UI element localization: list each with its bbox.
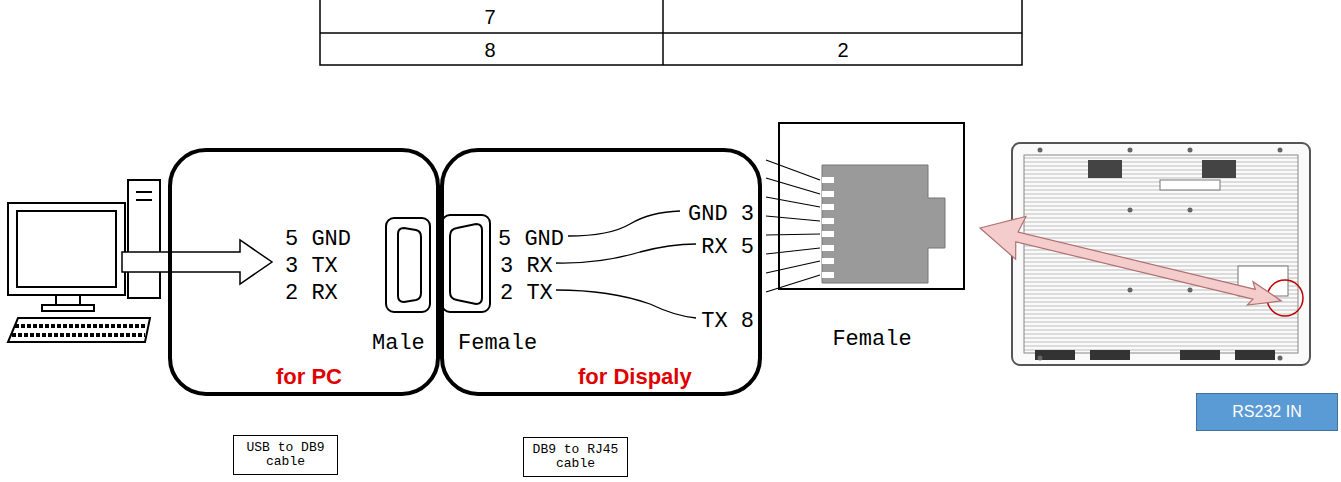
pin-label: 3 TX	[285, 256, 338, 278]
pin-label: 2 RX	[285, 283, 338, 305]
db9-female	[442, 215, 490, 312]
pin-line	[766, 160, 820, 292]
caption-text: DB9 to RJ45 cable	[524, 443, 627, 472]
pin-label: GND 3	[688, 204, 754, 226]
double-arrow	[975, 207, 1287, 323]
table-cell-text: 7	[484, 6, 495, 29]
caption-text: USB to DB9 cable	[234, 441, 337, 470]
rj45-socket: Female	[778, 122, 965, 290]
caption-text: RS232 IN	[1232, 403, 1301, 421]
pin-label: Male	[372, 333, 425, 355]
table-cell-text: 2	[837, 39, 848, 62]
pin-label: 5 GND	[285, 229, 351, 251]
pin-label: TX 8	[701, 311, 754, 333]
rj45-port	[822, 165, 945, 283]
table-grid	[320, 0, 1022, 65]
cable-caption: DB9 to RJ45 cable	[523, 437, 628, 477]
pin-label: Female	[458, 333, 537, 355]
pin-label: Female	[832, 329, 911, 351]
pin-label: 5 GND	[498, 229, 564, 251]
connector-title: for PC	[276, 366, 342, 388]
port-badge: RS232 IN	[1196, 393, 1338, 431]
adapter-box: 5 GND 3 TX 2 RX Male for PC	[168, 148, 440, 396]
wire	[556, 211, 696, 318]
pin-label: 2 TX	[500, 283, 553, 305]
hollow-arrow	[122, 240, 272, 284]
adapter-box: 5 GND 3 RX 2 TX GND 3 RX 5 TX 8 Female for Disp…	[440, 148, 762, 396]
pin-label: RX 5	[701, 237, 754, 259]
table-cell-text: 8	[484, 39, 495, 62]
db9-male	[386, 218, 430, 312]
pin-label: 3 RX	[500, 256, 553, 278]
display-back	[1012, 143, 1310, 365]
cable-caption: USB to DB9 cable	[233, 435, 338, 475]
connector-title: for Dispaly	[578, 366, 692, 388]
